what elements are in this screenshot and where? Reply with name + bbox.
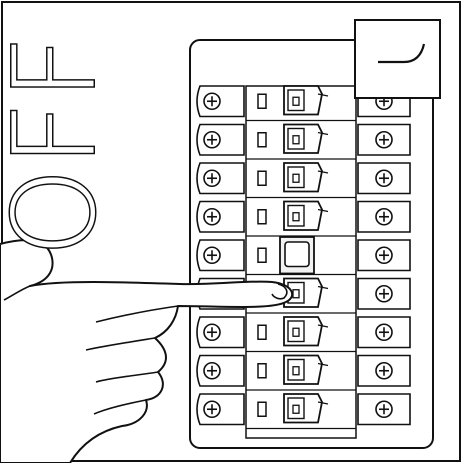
breaker-row	[196, 236, 411, 276]
off-label: OFF	[0, 20, 122, 270]
indicator-window	[257, 324, 267, 340]
breaker-switch-off[interactable]	[279, 236, 315, 275]
breaker-switch-on[interactable]	[283, 123, 329, 154]
right-terminal-screw	[375, 361, 393, 380]
right-terminal-screw	[375, 169, 393, 188]
breaker-row	[196, 316, 411, 353]
breaker-switch-on[interactable]	[283, 200, 329, 231]
indicator-window	[257, 170, 267, 186]
breaker-switch-on[interactable]	[283, 277, 329, 308]
breaker-switch-on[interactable]	[283, 162, 329, 193]
breaker-switch-on[interactable]	[283, 316, 329, 347]
breaker-row	[196, 354, 411, 391]
right-terminal-screw	[375, 207, 393, 226]
left-terminal-screw	[203, 169, 221, 188]
right-terminal-screw	[375, 323, 393, 342]
left-terminal-screw	[203, 323, 221, 342]
left-terminal-screw	[203, 207, 221, 226]
breaker-row	[196, 200, 411, 237]
indicator-window	[257, 209, 267, 225]
indicator-window	[257, 401, 267, 417]
left-terminal-screw	[203, 92, 221, 111]
breaker-row	[196, 393, 411, 430]
right-terminal-screw	[375, 246, 393, 265]
breaker-row	[196, 123, 411, 160]
left-terminal-screw	[203, 130, 221, 149]
indicator-window	[257, 93, 267, 109]
right-terminal-screw	[375, 130, 393, 149]
right-terminal-screw	[375, 284, 393, 303]
breaker-switch-on[interactable]	[283, 354, 329, 385]
breaker-switch-on[interactable]	[283, 85, 329, 116]
left-terminal-screw	[203, 361, 221, 380]
hand	[0, 239, 294, 463]
left-terminal-screw	[203, 246, 221, 265]
step-badge: 1	[354, 19, 441, 99]
breaker-row	[196, 162, 411, 199]
indicator-window	[257, 247, 267, 263]
breaker-switch-on[interactable]	[283, 393, 329, 424]
right-terminal-screw	[375, 400, 393, 419]
indicator-window	[257, 132, 267, 148]
indicator-window	[257, 363, 267, 379]
left-terminal-screw	[203, 400, 221, 419]
off-label-text: OFF	[0, 32, 122, 258]
